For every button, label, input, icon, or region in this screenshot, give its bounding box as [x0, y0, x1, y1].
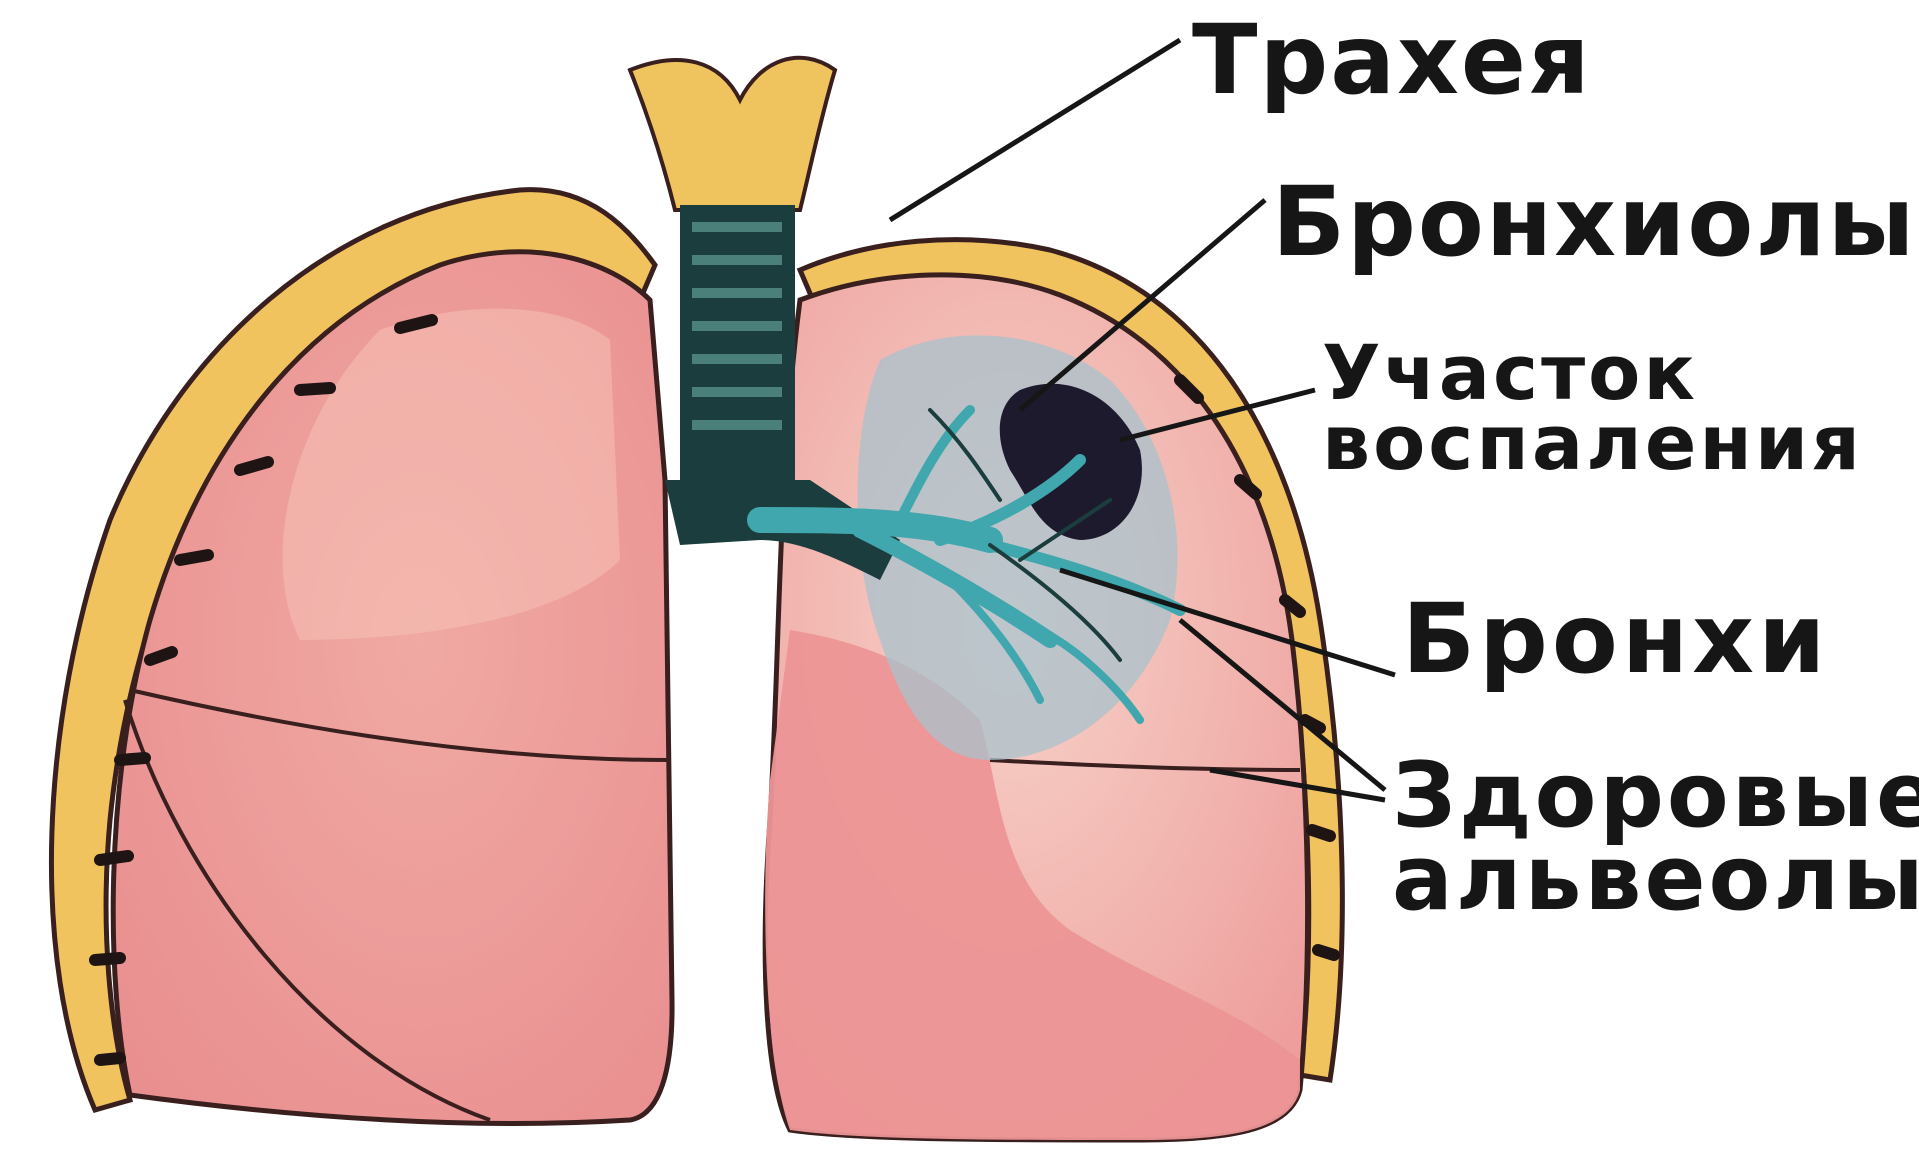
trachea-body: [680, 205, 795, 485]
label-healthy-alveoli: Здоровые альвеолы: [1392, 755, 1919, 921]
label-bronchioles: Бронхиолы: [1272, 178, 1916, 266]
label-trachea: Трахея: [1192, 16, 1592, 104]
label-healthy-line2: альвеолы: [1392, 838, 1919, 921]
label-inflammation: Участок воспаления: [1322, 338, 1863, 478]
label-bronchi: Бронхи: [1402, 595, 1829, 683]
label-inflammation-line2: воспаления: [1322, 408, 1863, 478]
trachea-top-cartilage: [630, 58, 835, 210]
leader-trachea: [890, 40, 1180, 220]
